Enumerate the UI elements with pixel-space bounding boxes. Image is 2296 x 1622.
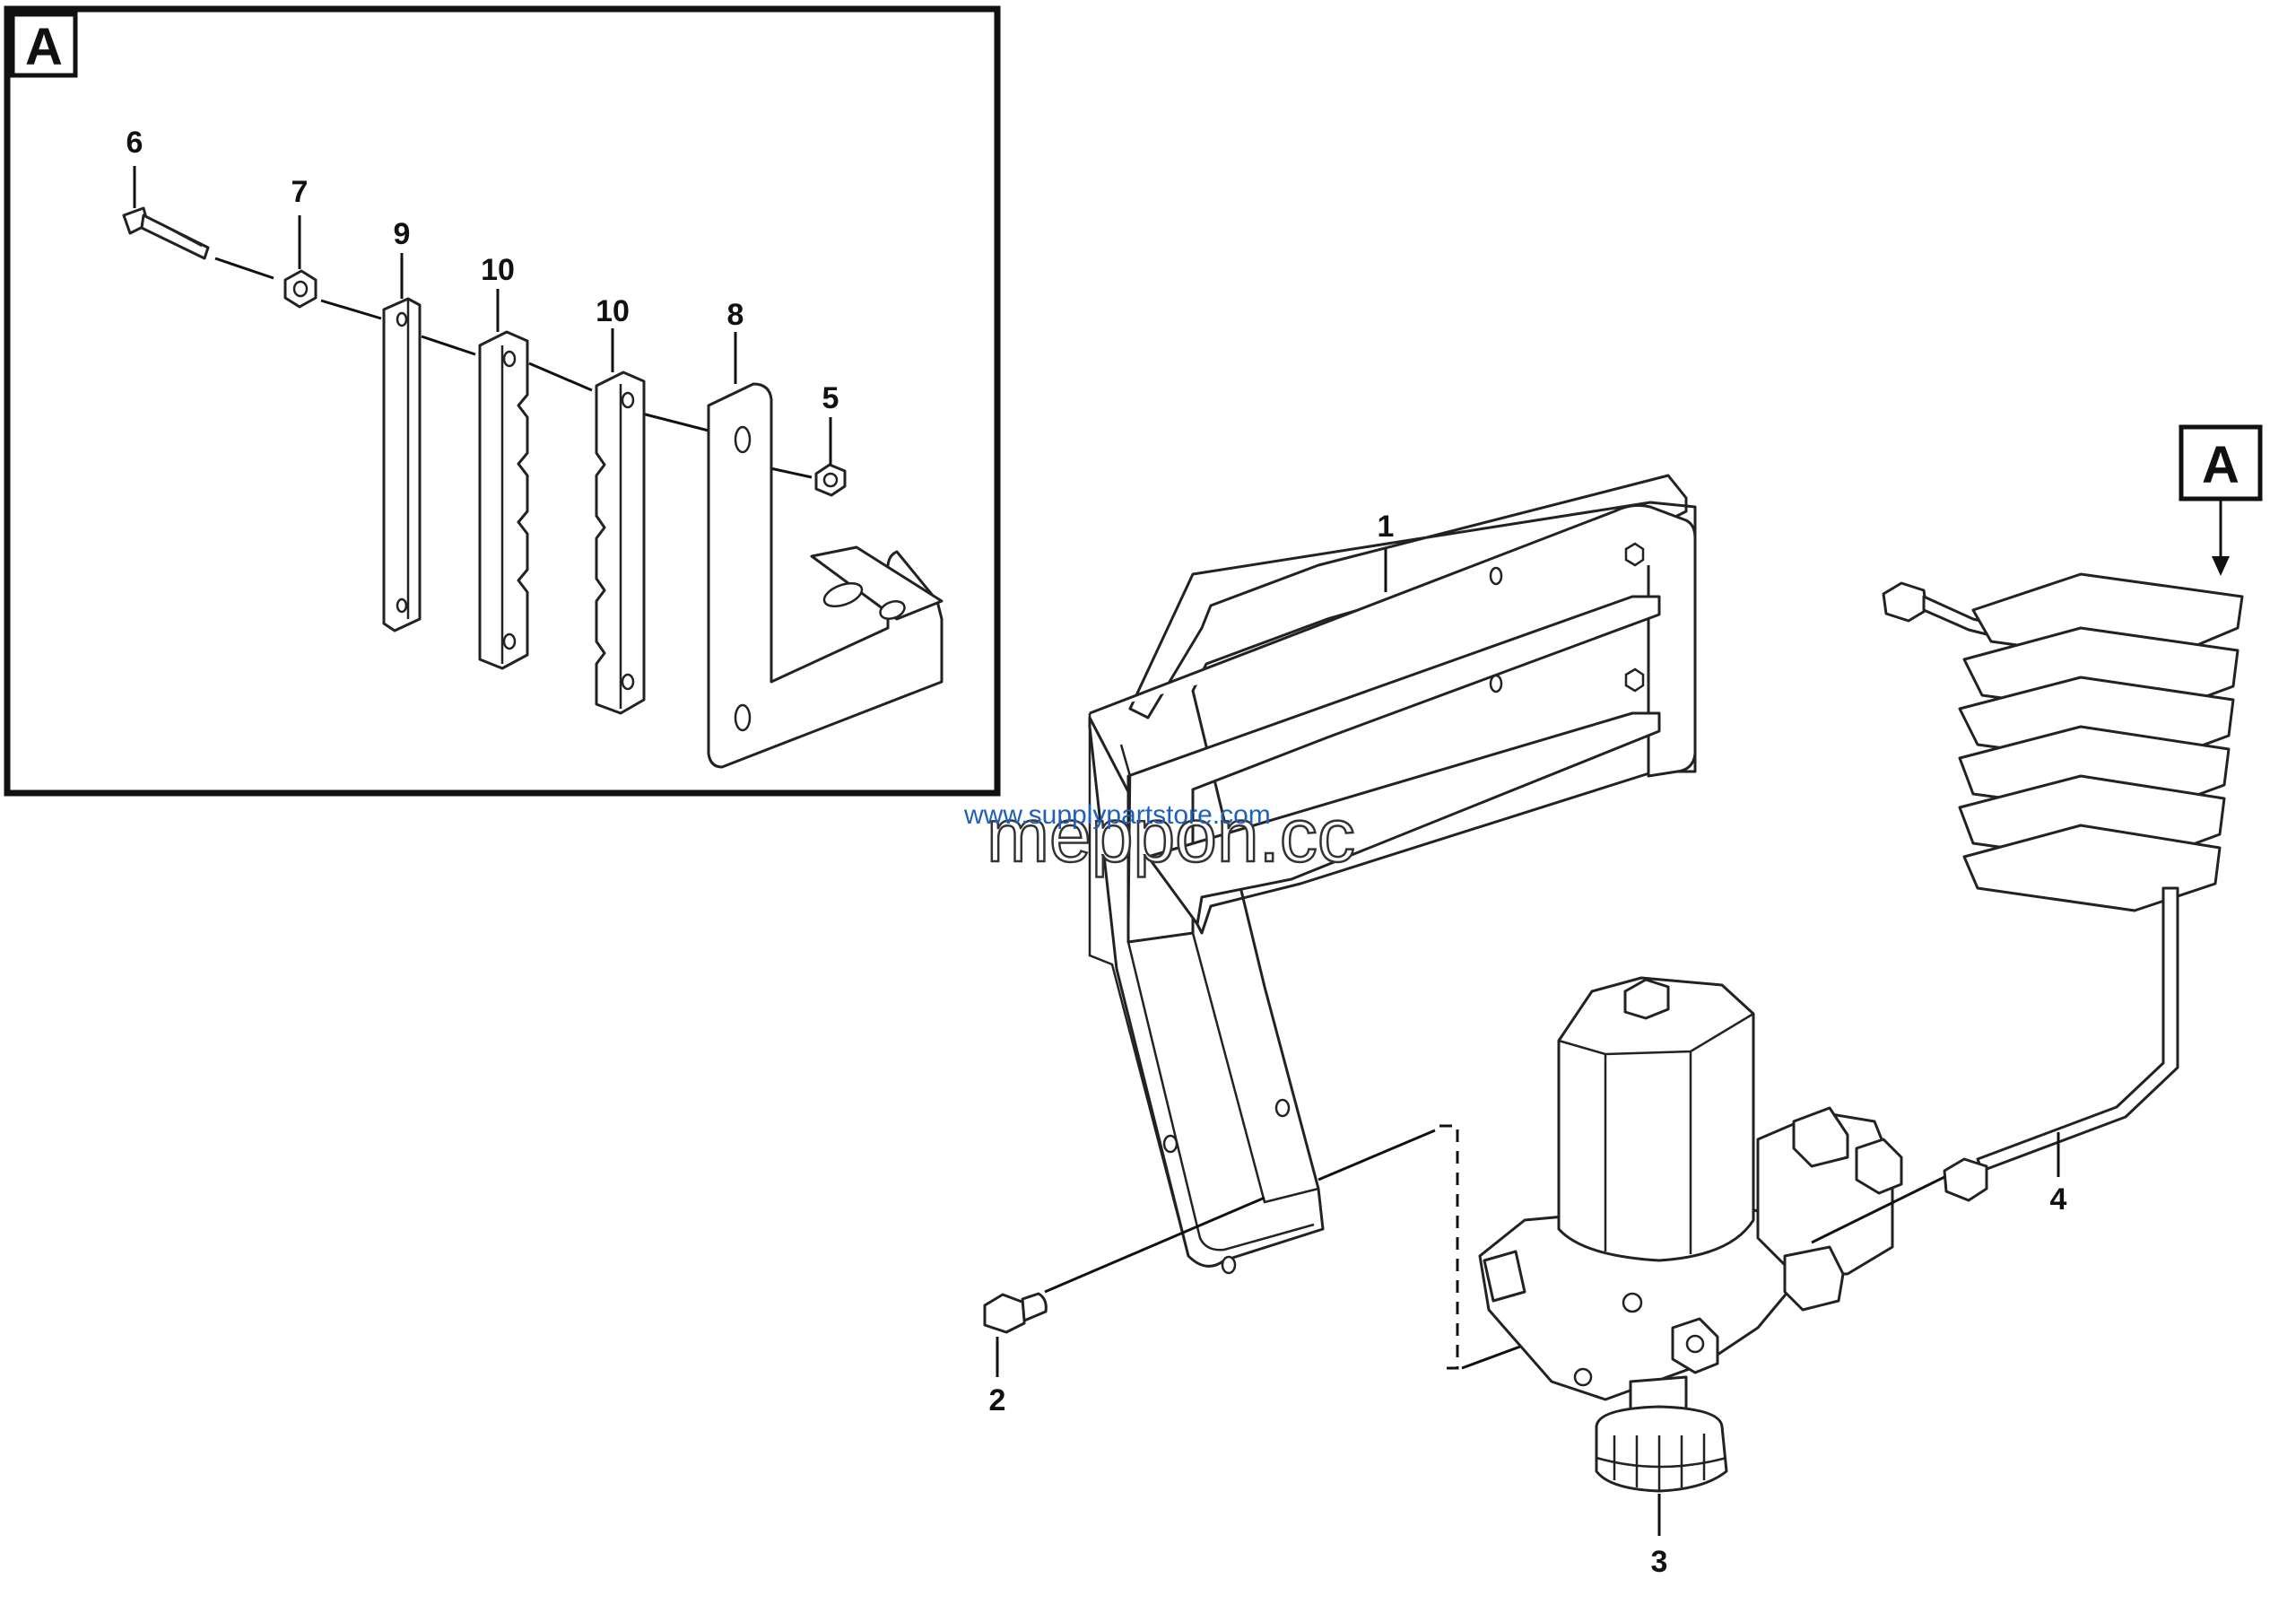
label-2: 2 [989,1383,1006,1417]
bracket-hole-b [1489,674,1503,693]
angle-bracket-part-8 [707,382,944,769]
spacer-a-hole-top [502,350,517,368]
bracket-nut-b [1624,667,1645,693]
main-bracket-part-1 [1088,474,1697,1275]
label-10b: 10 [596,294,630,328]
strip-hole-top [396,311,408,327]
label-9: 9 [394,217,411,251]
label-4: 4 [2050,1182,2067,1216]
bracket-nut-a [1624,542,1645,567]
dryer-port-left [1622,1292,1643,1313]
watermark-primary: meppon.cc [987,793,1355,877]
bracket-hole-d [1274,1098,1291,1118]
pipe-top-nut [1882,581,1928,623]
screw-part-6 [122,206,210,260]
watermark-secondary: www.supplypartstore.com [963,800,1271,830]
label-1: 1 [1378,510,1395,544]
spacer-b-hole-bottom [621,673,635,691]
pipe-end-nut [1943,1157,1988,1202]
pipe-connect-line [1811,1175,1945,1244]
section-marker-arrow-head [2212,556,2230,576]
spacer-b-hole-top [621,391,635,409]
section-marker-letter: A [2202,436,2239,494]
bolt-axis-line [1044,1129,1436,1294]
angle-hole-bottom [734,703,752,732]
dryer-port-right [1573,1367,1593,1387]
label-8: 8 [727,298,744,332]
spacer-a-hole-bottom [502,632,517,650]
bolt-part-2 [983,1292,1048,1334]
coil-turn-6 [1962,824,2222,912]
coil-pipe-part-4 [1882,572,2244,1202]
angle-slot-a [822,581,864,608]
label-5: 5 [822,381,839,415]
label-10a: 10 [481,253,515,287]
assembly-axis-line [214,257,813,479]
cartridge-top-nut [1623,978,1670,1020]
bracket-hole-a [1489,566,1503,586]
bracket-hole-e [1221,1255,1237,1275]
air-dryer-part-3 [1478,976,1903,1493]
label-7: 7 [291,175,309,209]
strip-plate-part-9 [382,297,422,632]
angle-slot-b [879,600,906,620]
label-3: 3 [1651,1545,1668,1579]
nut-part-5 [814,463,847,497]
angle-hole-top [734,425,752,454]
label-6: 6 [126,126,144,160]
dryer-mount-dashed-line [1439,1124,1459,1370]
section-marker-box [2179,424,2263,501]
detail-callout-letter: A [25,18,63,76]
spacer-part-10b [595,371,646,715]
spacer-part-10a [478,330,529,670]
washer-part-7 [283,269,317,309]
detail-callout-box [10,12,78,78]
strip-hole-bottom [396,597,408,614]
bracket-hole-c [1162,1134,1178,1154]
detail-view-a: A 6 7 9 [4,5,1001,797]
